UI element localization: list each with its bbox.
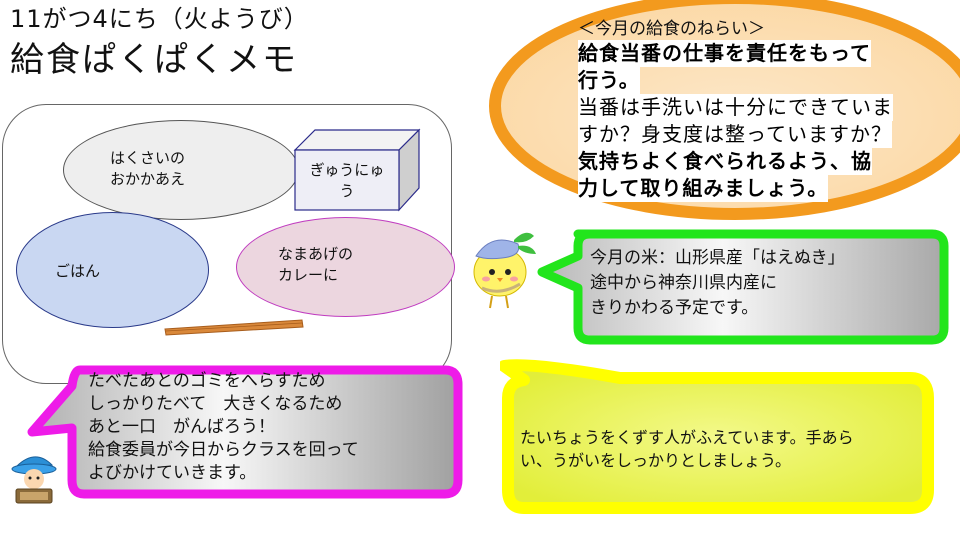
health-speech-bubble xyxy=(500,359,934,514)
dish-rice: ごはん xyxy=(16,212,209,328)
dish-hakusai-okaka: はくさいの おかかあえ xyxy=(63,120,299,220)
goal-line: 行う。 xyxy=(578,67,640,94)
health-notice-text: たいちょうをくずす人がふえています。手あら い、うがいをしっかりとしましょう。 xyxy=(520,428,854,470)
waste-notice-text: たべたあとのゴミをへらすため しっかりたべて 大きくなるため あと一口 がんばろ… xyxy=(88,371,359,483)
goal-line: 当番は手洗いは十分にできていま xyxy=(578,94,893,121)
milk-carton: ぎゅうにゅ う xyxy=(293,128,421,212)
chick-mascot-icon xyxy=(473,232,536,309)
goal-line: 気持ちよく食べられるよう、協 xyxy=(578,148,872,175)
date-heading: 11がつ4にち（火ようび） xyxy=(10,5,309,33)
waste-speech-bubble xyxy=(27,365,463,499)
dish-label: ごはん xyxy=(55,262,101,280)
goal-line: すか？身支度は整っていますか？ xyxy=(578,121,892,148)
rice-notice-text: 今月の米：山形県産「はえぬき」 途中から神奈川県内産に きりかわる予定です。 xyxy=(590,248,845,318)
chopsticks-icon xyxy=(164,319,304,336)
rice-speech-bubble xyxy=(537,229,949,345)
monthly-goal: ＜今月の給食のねらい＞ 給食当番の仕事を責任をもって 行う。 当番は手洗いは十分… xyxy=(578,18,948,202)
milk-label: ぎゅうにゅ う xyxy=(309,161,385,200)
goal-line: 給食当番の仕事を責任をもって xyxy=(578,40,871,67)
dish-label: なまあげの カレーに xyxy=(278,245,354,284)
dish-namaage-curry: なまあげの カレーに xyxy=(236,217,455,317)
page-title: 給食ぱくぱくメモ xyxy=(10,40,298,80)
dish-label: はくさいの おかかあえ xyxy=(110,149,186,188)
wizard-mascot-icon xyxy=(11,456,57,504)
milk-box-icon xyxy=(293,128,421,212)
goal-heading: ＜今月の給食のねらい＞ xyxy=(578,19,765,39)
goal-line: 力して取り組みましょう。 xyxy=(578,175,829,202)
